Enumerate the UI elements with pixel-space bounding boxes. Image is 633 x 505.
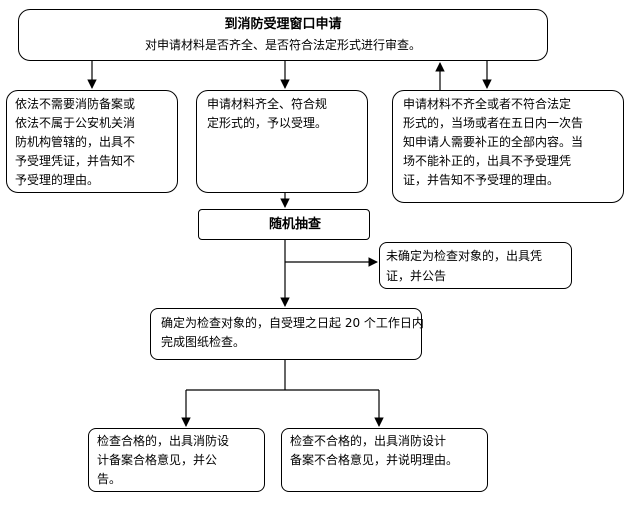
right-box-line: 知申请人需要补正的全部内容。当 (403, 135, 584, 149)
left-box-line: 予受理的理由。 (15, 173, 100, 187)
fail-box-line: 检查不合格的，出具消防设计 (290, 434, 447, 448)
fail-box-line: 备案不合格意见，并说明理由。 (290, 453, 459, 467)
not-selected-box: 未确定为检查对象的，出具凭 证，并公告 (379, 242, 572, 289)
confirm-box-line: 完成图纸检查。 (161, 335, 246, 349)
apply-title: 到消防受理窗口申请 (224, 17, 342, 32)
right-box-line: 证，并告知不予受理的理由。 (403, 173, 560, 187)
inspection-passed-box: 检查合格的，出具消防设 计备案合格意见，并公 告。 (88, 428, 265, 492)
left-box-line: 防机构管辖的，出具不 (15, 135, 136, 149)
confirm-box-line: 确定为检查对象的，自受理之日起 20 个工作日内 (161, 316, 424, 330)
pass-box-line: 告。 (97, 472, 122, 486)
right-box-line: 形式的，当场或者在五日内一次告 (403, 116, 584, 130)
mid-box-line: 申请材料齐全、符合规 (207, 97, 328, 111)
left-box-line: 依法不属于公安机关消 (15, 116, 136, 130)
selected-for-inspection-box: 确定为检查对象的，自受理之日起 20 个工作日内 完成图纸检查。 (150, 308, 424, 360)
apply-at-window-box: 到消防受理窗口申请 对申请材料是否齐全、是否符合法定形式进行审查。 (18, 9, 548, 61)
right-box-line: 申请材料不齐全或者不符合法定 (403, 97, 572, 111)
pass-box-line: 计备案合格意见，并公 (97, 453, 218, 467)
not-accepted-jurisdiction-box: 依法不需要消防备案或 依法不属于公安机关消 防机构管辖的，出具不 予受理凭证，并… (6, 90, 178, 193)
random-inspection-box: 随机抽查 (198, 209, 370, 240)
note-box-line: 证，并公告 (386, 269, 447, 283)
right-box-line: 场不能补正的，出具不予受理凭 (403, 154, 572, 168)
random-inspection-label: 随机抽查 (269, 217, 322, 232)
left-box-line: 依法不需要消防备案或 (15, 97, 136, 111)
pass-box-line: 检查合格的，出具消防设 (97, 434, 230, 448)
apply-subtitle: 对申请材料是否齐全、是否符合法定形式进行审查。 (144, 38, 421, 52)
incomplete-materials-box: 申请材料不齐全或者不符合法定 形式的，当场或者在五日内一次告 知申请人需要补正的… (392, 90, 624, 203)
inspection-failed-box: 检查不合格的，出具消防设计 备案不合格意见，并说明理由。 (281, 428, 488, 492)
note-box-line: 未确定为检查对象的，出具凭 (386, 249, 543, 263)
accepted-box: 申请材料齐全、符合规 定形式的，予以受理。 (196, 90, 368, 193)
mid-box-line: 定形式的，予以受理。 (207, 116, 328, 130)
left-box-line: 予受理凭证，并告知不 (15, 154, 136, 168)
